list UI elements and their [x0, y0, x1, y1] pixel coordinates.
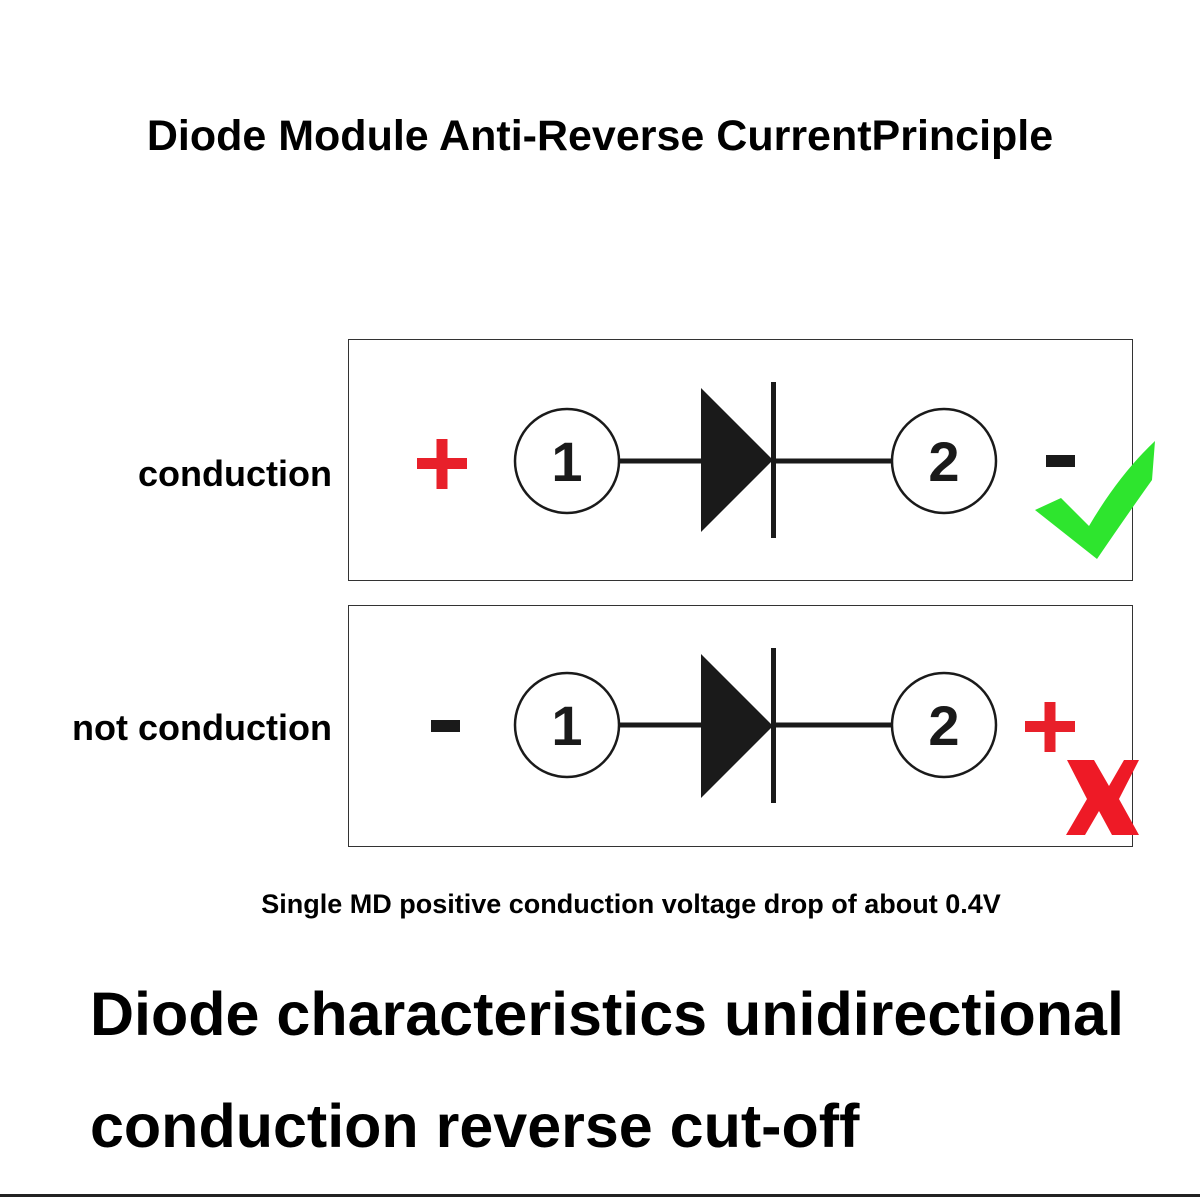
page-title: Diode Module Anti-Reverse CurrentPrincip…: [146, 112, 1054, 160]
minus-sign-icon: [1046, 455, 1075, 467]
diode-diagram-not-conduction: 1 2: [431, 648, 1139, 835]
minus-sign-icon: [431, 720, 460, 732]
terminal-1-label: 1: [551, 430, 582, 493]
terminal-1-label: 1: [551, 694, 582, 757]
plus-sign-icon: [1025, 702, 1075, 752]
check-icon: [1035, 441, 1155, 559]
row-label-not-conduction: not conduction: [72, 707, 332, 748]
voltage-drop-note: Single MD positive conduction voltage dr…: [261, 889, 1001, 919]
terminal-1: 1: [513, 407, 621, 515]
diode-symbol-icon: [701, 648, 776, 803]
diagram-panel-conduction: 1 2: [348, 339, 1155, 581]
terminal-2: 2: [890, 671, 998, 779]
bottom-divider: [0, 1194, 1200, 1197]
terminal-2-label: 2: [928, 430, 959, 493]
terminal-2-label: 2: [928, 694, 959, 757]
terminal-1: 1: [513, 671, 621, 779]
diode-diagram-conduction: 1 2: [417, 382, 1155, 559]
footer-line-1: Diode characteristics unidirectional: [90, 980, 1124, 1048]
footer-line-2: conduction reverse cut-off: [90, 1092, 860, 1160]
terminal-2: 2: [890, 407, 998, 515]
diode-symbol-icon: [701, 382, 776, 538]
row-label-conduction: conduction: [138, 453, 332, 494]
diagram-panel-not-conduction: 1 2: [348, 605, 1139, 847]
cross-icon: [1066, 760, 1139, 835]
plus-sign-icon: [417, 439, 467, 489]
